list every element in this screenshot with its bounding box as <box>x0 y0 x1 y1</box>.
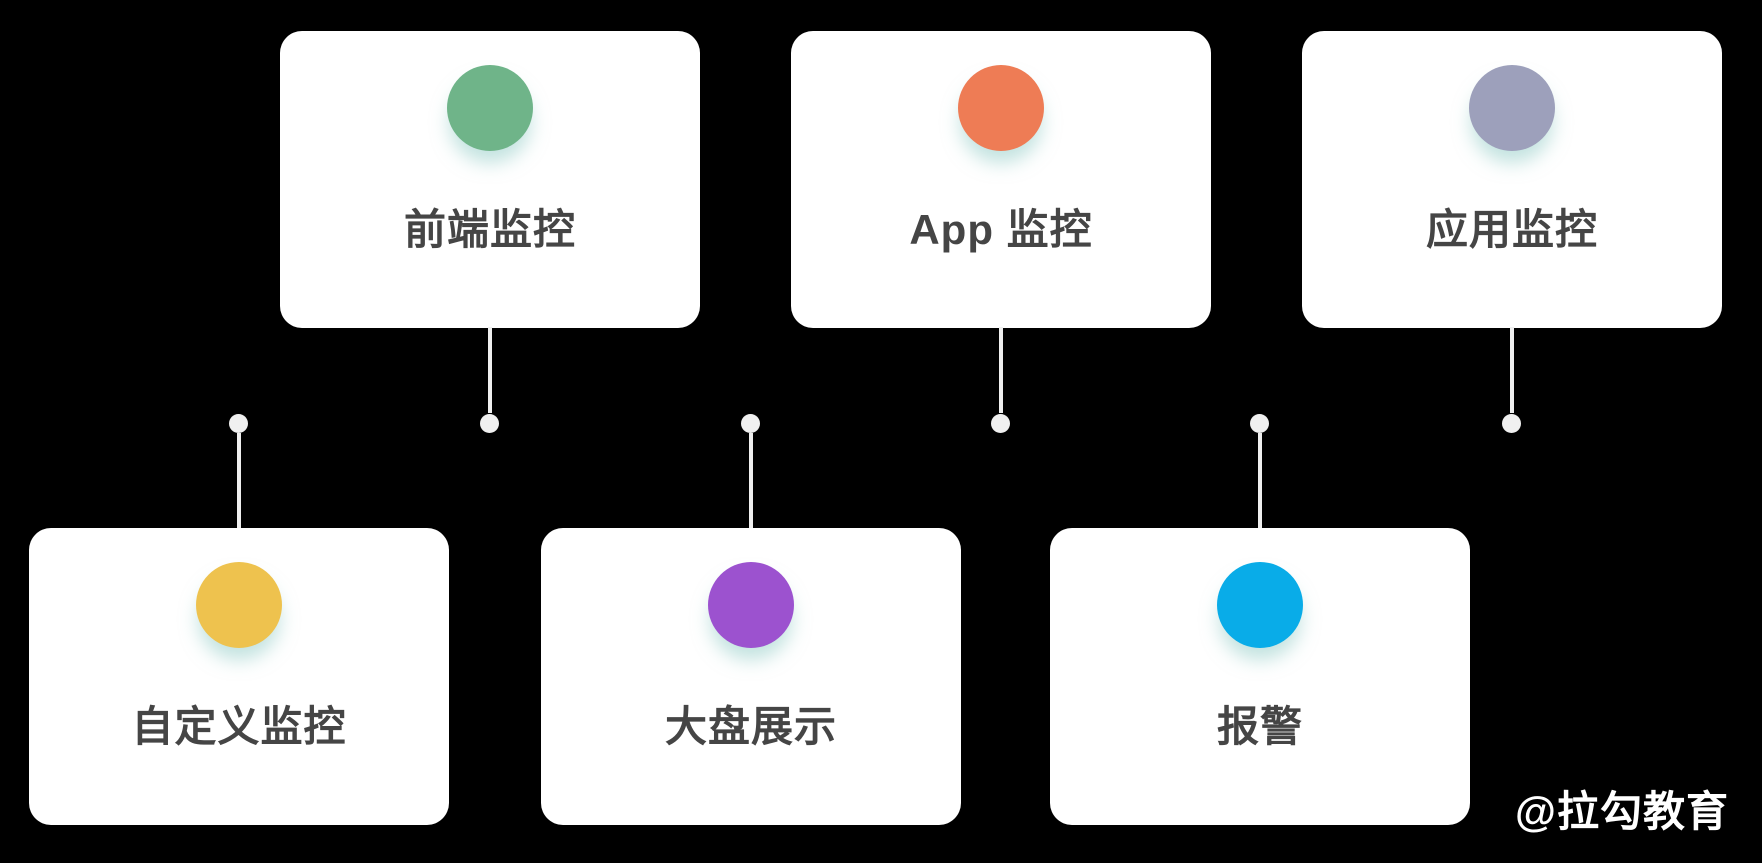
connector-line-custom-monitoring <box>237 433 241 528</box>
card-dashboard-display: 大盘展示 <box>541 528 961 825</box>
app-monitoring-circle-icon <box>958 65 1044 151</box>
connector-dot-application-monitoring <box>1502 414 1521 433</box>
card-application-monitoring: 应用监控 <box>1302 31 1722 328</box>
card-app-monitoring: App 监控 <box>791 31 1211 328</box>
connector-dot-alerting <box>1250 414 1269 433</box>
application-monitoring-circle-icon <box>1469 65 1555 151</box>
alerting-circle-icon <box>1217 562 1303 648</box>
card-frontend-monitoring: 前端监控 <box>280 31 700 328</box>
alerting-label: 报警 <box>1216 703 1303 750</box>
card-alerting: 报警 <box>1050 528 1470 825</box>
app-monitoring-label: App 监控 <box>909 206 1093 253</box>
application-monitoring-label: 应用监控 <box>1425 206 1598 253</box>
connector-line-app-monitoring <box>999 327 1003 413</box>
custom-monitoring-label: 自定义监控 <box>131 703 347 750</box>
connector-dot-app-monitoring <box>991 414 1010 433</box>
connector-line-dashboard-display <box>749 433 753 528</box>
watermark-text: @拉勾教育 <box>1515 788 1729 835</box>
custom-monitoring-circle-icon <box>196 562 282 648</box>
connector-line-frontend-monitoring <box>488 327 492 413</box>
card-custom-monitoring: 自定义监控 <box>29 528 449 825</box>
dashboard-display-circle-icon <box>708 562 794 648</box>
frontend-monitoring-circle-icon <box>447 65 533 151</box>
connector-dot-custom-monitoring <box>229 414 248 433</box>
connector-line-alerting <box>1258 433 1262 528</box>
connector-line-application-monitoring <box>1510 327 1514 413</box>
connector-dot-dashboard-display <box>741 414 760 433</box>
dashboard-display-label: 大盘展示 <box>664 703 837 750</box>
frontend-monitoring-label: 前端监控 <box>403 206 576 253</box>
connector-dot-frontend-monitoring <box>480 414 499 433</box>
